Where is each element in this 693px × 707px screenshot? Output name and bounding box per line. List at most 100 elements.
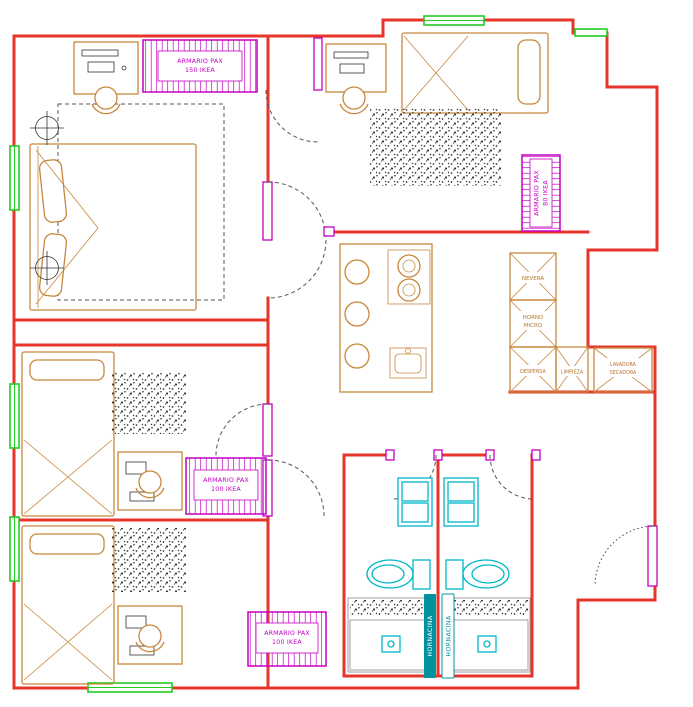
- desk-chair: [135, 470, 165, 499]
- faucet: [405, 348, 411, 354]
- doors: [215, 37, 658, 587]
- desk-chair: [135, 624, 165, 653]
- door-leaf-entry: [647, 525, 658, 587]
- pillow: [29, 359, 105, 381]
- ceiling-dashed-outline: [57, 103, 225, 301]
- label-hornacina-left: HORNACINA: [427, 615, 434, 657]
- label-plate: [512, 365, 554, 376]
- door-leaf-master: [262, 181, 273, 241]
- wardrobe-label-plate: [529, 158, 553, 228]
- desk-chair: [91, 86, 121, 115]
- keyboard: [87, 61, 115, 73]
- monitor: [125, 615, 147, 629]
- desk: [325, 43, 387, 93]
- label-plate: [558, 366, 586, 376]
- label-plate: [600, 358, 646, 377]
- label-despensa: DESPENSA: [520, 369, 546, 375]
- door-swing-entry: [594, 525, 656, 587]
- wardrobe-label-plate: [255, 622, 319, 654]
- fridge-box: NEVERA: [509, 252, 557, 301]
- door-jamb-kitchen: [323, 226, 335, 237]
- door-swing-bedroom3: [215, 403, 269, 457]
- cooktop: [387, 249, 431, 305]
- bathroom-left: [347, 477, 435, 673]
- rug: [112, 372, 186, 434]
- wardrobe-size: 150 IKEA: [185, 67, 215, 74]
- bathroom-right: [443, 477, 531, 673]
- bedroom-3: ARMARIO PAX 100 IKEA: [21, 351, 267, 517]
- door-swing-bath-right: [489, 454, 535, 500]
- double-bed: [29, 143, 197, 311]
- pantry-box: DESPENSA: [509, 346, 557, 393]
- single-bed: [401, 32, 549, 114]
- blanket-fold: [403, 35, 469, 111]
- door-swing-master: [267, 181, 327, 299]
- rug: [112, 528, 186, 592]
- interior-walls: [12, 34, 657, 690]
- kitchen: NEVERA HORNO MICRO DESPENSA LIMPIEZA LAV…: [339, 243, 653, 393]
- bedroom-4: ARMARIO PAX 100 IKEA: [21, 525, 327, 685]
- label-hornacina-right: HORNACINA: [446, 615, 453, 657]
- pillow: [38, 233, 68, 297]
- label-plate: [514, 272, 552, 283]
- master-bedroom: ARMARIO PAX 150 IKEA: [29, 39, 258, 311]
- door-swing-bedroom4: [267, 459, 325, 517]
- label-horno: HORNO: [523, 315, 544, 321]
- pillow: [38, 159, 68, 223]
- blanket-fold: [23, 603, 113, 681]
- door-jamb-bath-left: [385, 449, 395, 461]
- blanket-fold: [23, 439, 113, 515]
- label-secadora: SECADORA: [610, 370, 637, 376]
- door-leaf-bedroom3: [262, 403, 273, 457]
- stool: [344, 301, 370, 327]
- shower: [443, 597, 531, 673]
- wardrobe-pax-100-a: ARMARIO PAX 100 IKEA: [185, 457, 267, 515]
- window: [574, 28, 608, 37]
- windows: [9, 15, 608, 693]
- bathroom-walls: [342, 453, 534, 678]
- wardrobe-label: ARMARIO PAX: [177, 58, 223, 65]
- door-jamb-bath-right-2: [531, 449, 541, 461]
- cistern: [412, 559, 431, 590]
- cleaning-box: LIMPIEZA: [555, 346, 589, 393]
- shower-drain: [381, 635, 401, 653]
- toilet: [445, 559, 510, 590]
- wardrobe-size: 80 IKEA: [543, 180, 550, 206]
- door-swing-bedroom2: [265, 89, 319, 143]
- blanket-fold: [35, 149, 99, 305]
- wardrobe-pax-100-b: ARMARIO PAX 100 IKEA: [247, 611, 327, 667]
- wardrobe-size: 100 IKEA: [272, 639, 302, 646]
- vanity: [443, 477, 479, 527]
- single-bed: [21, 525, 115, 685]
- stool: [344, 343, 370, 369]
- oven-box: HORNO MICRO: [509, 299, 557, 348]
- wardrobe-label-plate: [193, 469, 259, 501]
- label-nevera: NEVERA: [522, 276, 544, 282]
- monitor: [125, 461, 147, 475]
- air-vent-icon: [30, 251, 64, 285]
- vanity: [397, 477, 433, 527]
- label-limpieza: LIMPIEZA: [561, 370, 584, 376]
- stool: [344, 259, 370, 285]
- wardrobe-label-plate: [157, 50, 243, 82]
- toilet: [366, 559, 431, 590]
- monitor: [81, 49, 119, 57]
- label-lavadora: LAVADORA: [610, 362, 637, 368]
- door-swing-bath-left: [391, 454, 437, 500]
- kitchen-sink: [389, 347, 427, 379]
- wardrobe-label: ARMARIO PAX: [264, 630, 310, 637]
- wardrobe-label: ARMARIO PAX: [203, 477, 249, 484]
- keyboard: [339, 63, 365, 74]
- desk: [73, 41, 139, 95]
- cistern: [445, 559, 464, 590]
- air-vent-icon: [30, 111, 64, 145]
- niche-right-block: [441, 593, 455, 679]
- wardrobe-size: 100 IKEA: [211, 486, 241, 493]
- wardrobe-label: ARMARIO PAX: [534, 170, 541, 216]
- bedroom-2: ARMARIO PAX 80 IKEA: [325, 32, 561, 232]
- pillow: [517, 39, 541, 105]
- niche-labels: HORNACINA HORNACINA: [424, 593, 455, 679]
- door-leaf-bedroom2: [313, 37, 323, 91]
